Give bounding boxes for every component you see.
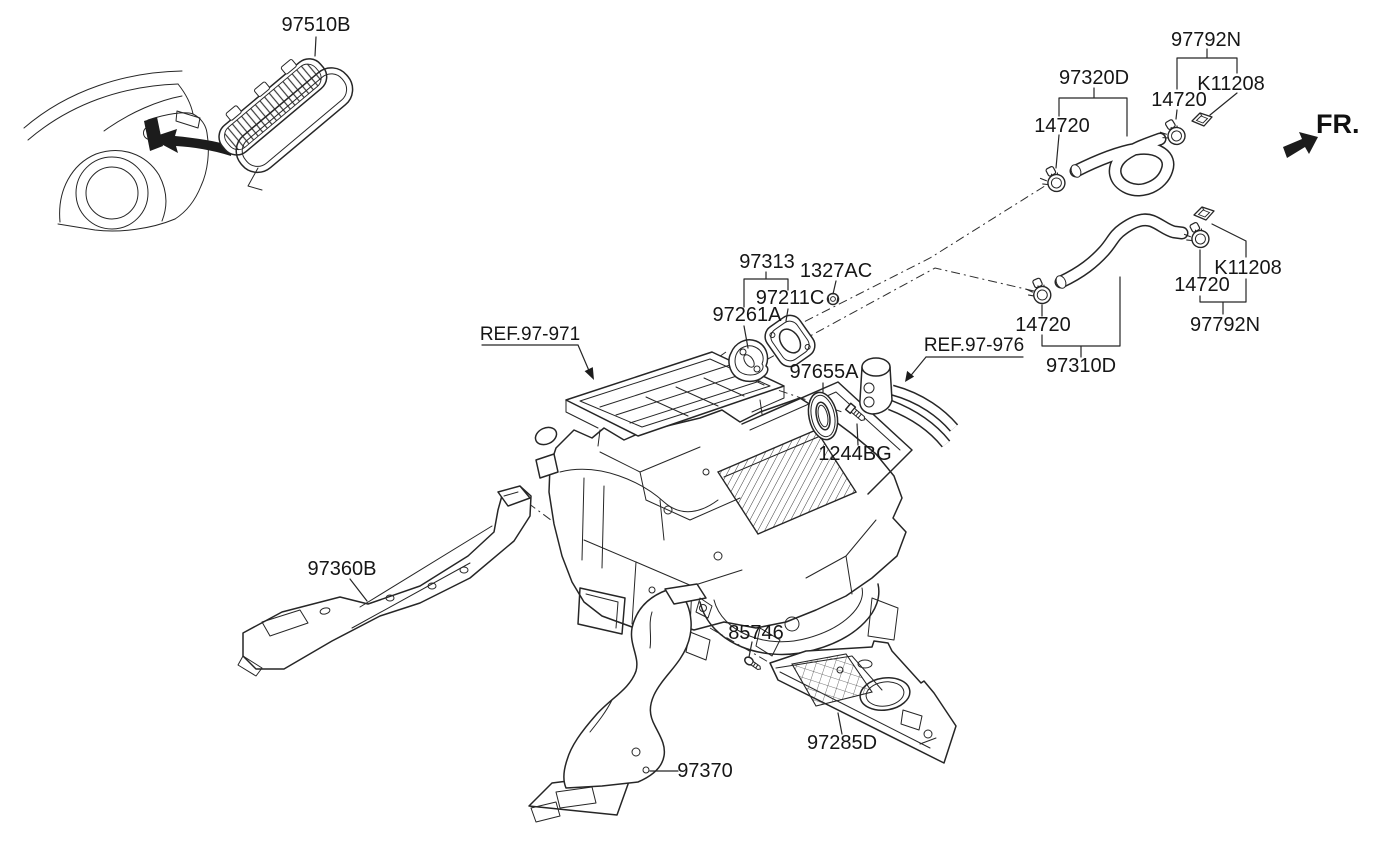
part-label-97261A: 97261A: [713, 304, 783, 326]
vent-duct-97510B-drawing: [218, 58, 354, 191]
screw-85746-drawing: [744, 656, 761, 671]
fr-direction-indicator: FR.: [1283, 109, 1360, 158]
clip-K11208-bottom: [1193, 206, 1215, 221]
part-label-1244BG: 1244BG: [818, 443, 891, 465]
part-label-1327AC: 1327AC: [800, 260, 872, 282]
part-label-14720-top-right: 14720: [1151, 89, 1207, 111]
part-label-97370: 97370: [677, 760, 733, 782]
nut-1327AC-drawing: [826, 292, 840, 306]
part-label-97655A: 97655A: [790, 361, 860, 383]
grommet-97655A-drawing: [807, 391, 839, 441]
duct-97360B-drawing: [237, 485, 532, 677]
part-label-97310D: 97310D: [1046, 355, 1116, 377]
clamp-14720-mid: [1024, 275, 1053, 307]
clamp-14720-bottom: [1181, 219, 1212, 252]
part-label-97320D: 97320D: [1059, 67, 1129, 89]
bolt-1244BG-drawing: [844, 402, 865, 421]
part-label-85746: 85746: [728, 622, 784, 644]
part-label-97313: 97313: [739, 251, 795, 273]
vent-location-mark: [144, 117, 163, 151]
cover-97285D-drawing: [769, 640, 957, 764]
car-rear-quarter-sketch: [23, 70, 232, 232]
part-label-K11208-top: K11208: [1197, 73, 1264, 95]
clamp-14720-top-left: [1037, 163, 1068, 196]
part-label-97285D: 97285D: [807, 732, 877, 754]
duct-97370-drawing: [528, 583, 713, 823]
part-label-97211C: 97211C: [756, 287, 825, 309]
ref-97-971-callout: REF.97-971: [480, 324, 594, 380]
part-label-14720-mid: 14720: [1015, 314, 1071, 336]
heater-blower-unit-drawing: [534, 351, 913, 661]
ref-97-971-arrowhead-icon: [584, 367, 594, 380]
part-label-97510B: 97510B: [282, 14, 351, 36]
ref-97-971-label: REF.97-971: [480, 324, 580, 345]
gasket-97211C-drawing: [764, 314, 816, 368]
clip-K11208-top: [1191, 112, 1213, 127]
location-arrow-icon: [150, 129, 232, 156]
part-label-K11208-bottom: K11208: [1214, 257, 1281, 279]
fr-label: FR.: [1316, 109, 1360, 139]
part-label-14720-bottom: 14720: [1174, 274, 1230, 296]
gasket-97261A-drawing: [728, 339, 769, 383]
hose-97310D-drawing: [1054, 213, 1189, 289]
part-label-97792N-bottom: 97792N: [1190, 314, 1260, 336]
fr-arrow-icon: [1283, 132, 1318, 158]
heater-pipe-assembly-drawing: [859, 357, 959, 448]
part-label-97360B: 97360B: [308, 558, 377, 580]
part-label-97792N-top: 97792N: [1171, 29, 1241, 51]
ref-97-976-callout: REF.97-976: [905, 335, 1024, 382]
ref-97-976-label: REF.97-976: [924, 335, 1024, 356]
hose-97320D-drawing: [1069, 132, 1175, 197]
ref-97-976-arrowhead-icon: [905, 370, 915, 382]
leader-lines: [314, 36, 1247, 772]
part-number-labels: 97510B 97792N 97320D K11208 14720 14720 …: [282, 14, 1282, 782]
part-label-14720-top-left: 14720: [1034, 115, 1090, 137]
